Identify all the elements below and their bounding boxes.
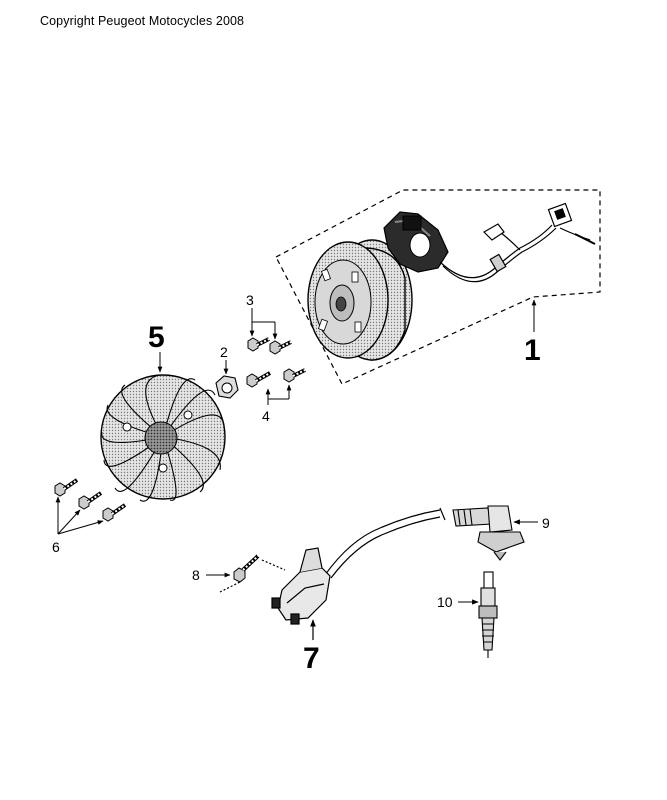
screw <box>54 478 79 497</box>
callout-1: 1 <box>524 334 541 367</box>
callout-6: 6 <box>52 539 60 555</box>
screw-group-6: 6 <box>52 478 127 555</box>
callout-2: 2 <box>220 344 228 360</box>
ignition-coil: 7 <box>219 507 446 675</box>
wiring-harness <box>439 202 596 283</box>
stator-coil <box>383 211 449 273</box>
copyright-notice: Copyright Peugeot Motocycles 2008 <box>40 14 245 28</box>
screw <box>102 503 127 522</box>
callout-10: 10 <box>437 594 453 610</box>
callout-leader-4 <box>267 398 289 405</box>
screw <box>78 491 103 510</box>
alternator-assembly: 1 <box>275 189 601 385</box>
bolt <box>283 368 306 383</box>
callout-7: 7 <box>303 642 320 675</box>
callout-leader-3 <box>251 308 275 323</box>
bolt <box>269 340 292 355</box>
spark-plug: 10 <box>437 571 498 658</box>
bolt <box>247 337 270 352</box>
bolt-group-4: 4 <box>246 368 306 424</box>
callout-3: 3 <box>246 292 254 308</box>
callout-8: 8 <box>192 567 200 583</box>
spark-plug-cap: 9 <box>452 505 550 561</box>
cooling-fan: 5 <box>100 321 226 502</box>
bolt-group-3: 3 <box>246 292 292 355</box>
callout-4: 4 <box>262 408 270 424</box>
bolt <box>246 371 271 388</box>
coil-bolt: 8 <box>192 554 260 583</box>
callout-9: 9 <box>542 515 550 531</box>
rotor-flywheel <box>307 239 413 361</box>
callout-5: 5 <box>148 321 165 354</box>
assembly-dashed-outline <box>275 189 601 385</box>
flywheel-nut: 2 <box>215 344 239 399</box>
